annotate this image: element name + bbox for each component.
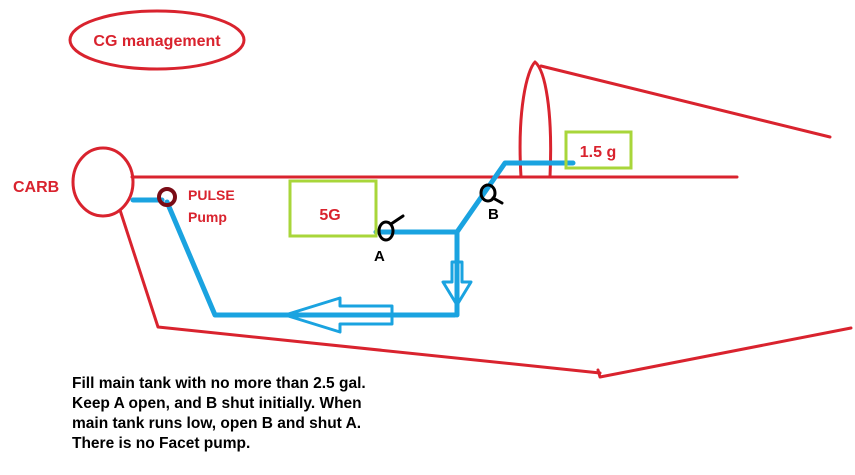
fuselage-bottom-line: [118, 208, 602, 375]
aux-tank-label: 1.5 g: [580, 144, 616, 161]
note-line: main tank runs low, open B and shut A.: [72, 415, 362, 432]
note-line: There is no Facet pump.: [72, 435, 251, 452]
valve-a-label: A: [374, 248, 385, 265]
tail-bottom-line: [596, 326, 853, 379]
flow-arrows: [283, 260, 473, 334]
aux-tank: [564, 130, 633, 170]
main-tank-label: 5G: [319, 207, 340, 224]
carb-label: CARB: [13, 179, 59, 196]
title-oval: [68, 9, 246, 71]
tail-top-line: [539, 64, 832, 139]
fuel-lines: [130, 160, 576, 318]
pulse-pump-icon: [157, 187, 177, 207]
carb-circle: [71, 146, 135, 218]
pump-label: Pump: [188, 209, 227, 225]
airframe-outline: [118, 60, 853, 379]
main-tank: [288, 179, 378, 238]
main-return-line: [164, 199, 458, 318]
note-line: Fill main tank with no more than 2.5 gal…: [72, 375, 366, 392]
note-line: Keep A open, and B shut initially. When: [72, 395, 362, 412]
tank-b-line: [454, 160, 576, 235]
instruction-note: Fill main tank with no more than 2.5 gal…: [72, 374, 492, 454]
down-flow-arrow: [441, 260, 473, 307]
left-flow-arrow: [283, 296, 394, 334]
diagram-title: CG management: [93, 33, 221, 50]
pulse-label: PULSE: [188, 187, 235, 203]
tank-a-line: [373, 229, 460, 318]
valve-a-icon: [377, 214, 405, 242]
valve-b-icon: [479, 183, 504, 205]
canopy: [518, 60, 553, 179]
valve-b-label: B: [488, 206, 499, 223]
